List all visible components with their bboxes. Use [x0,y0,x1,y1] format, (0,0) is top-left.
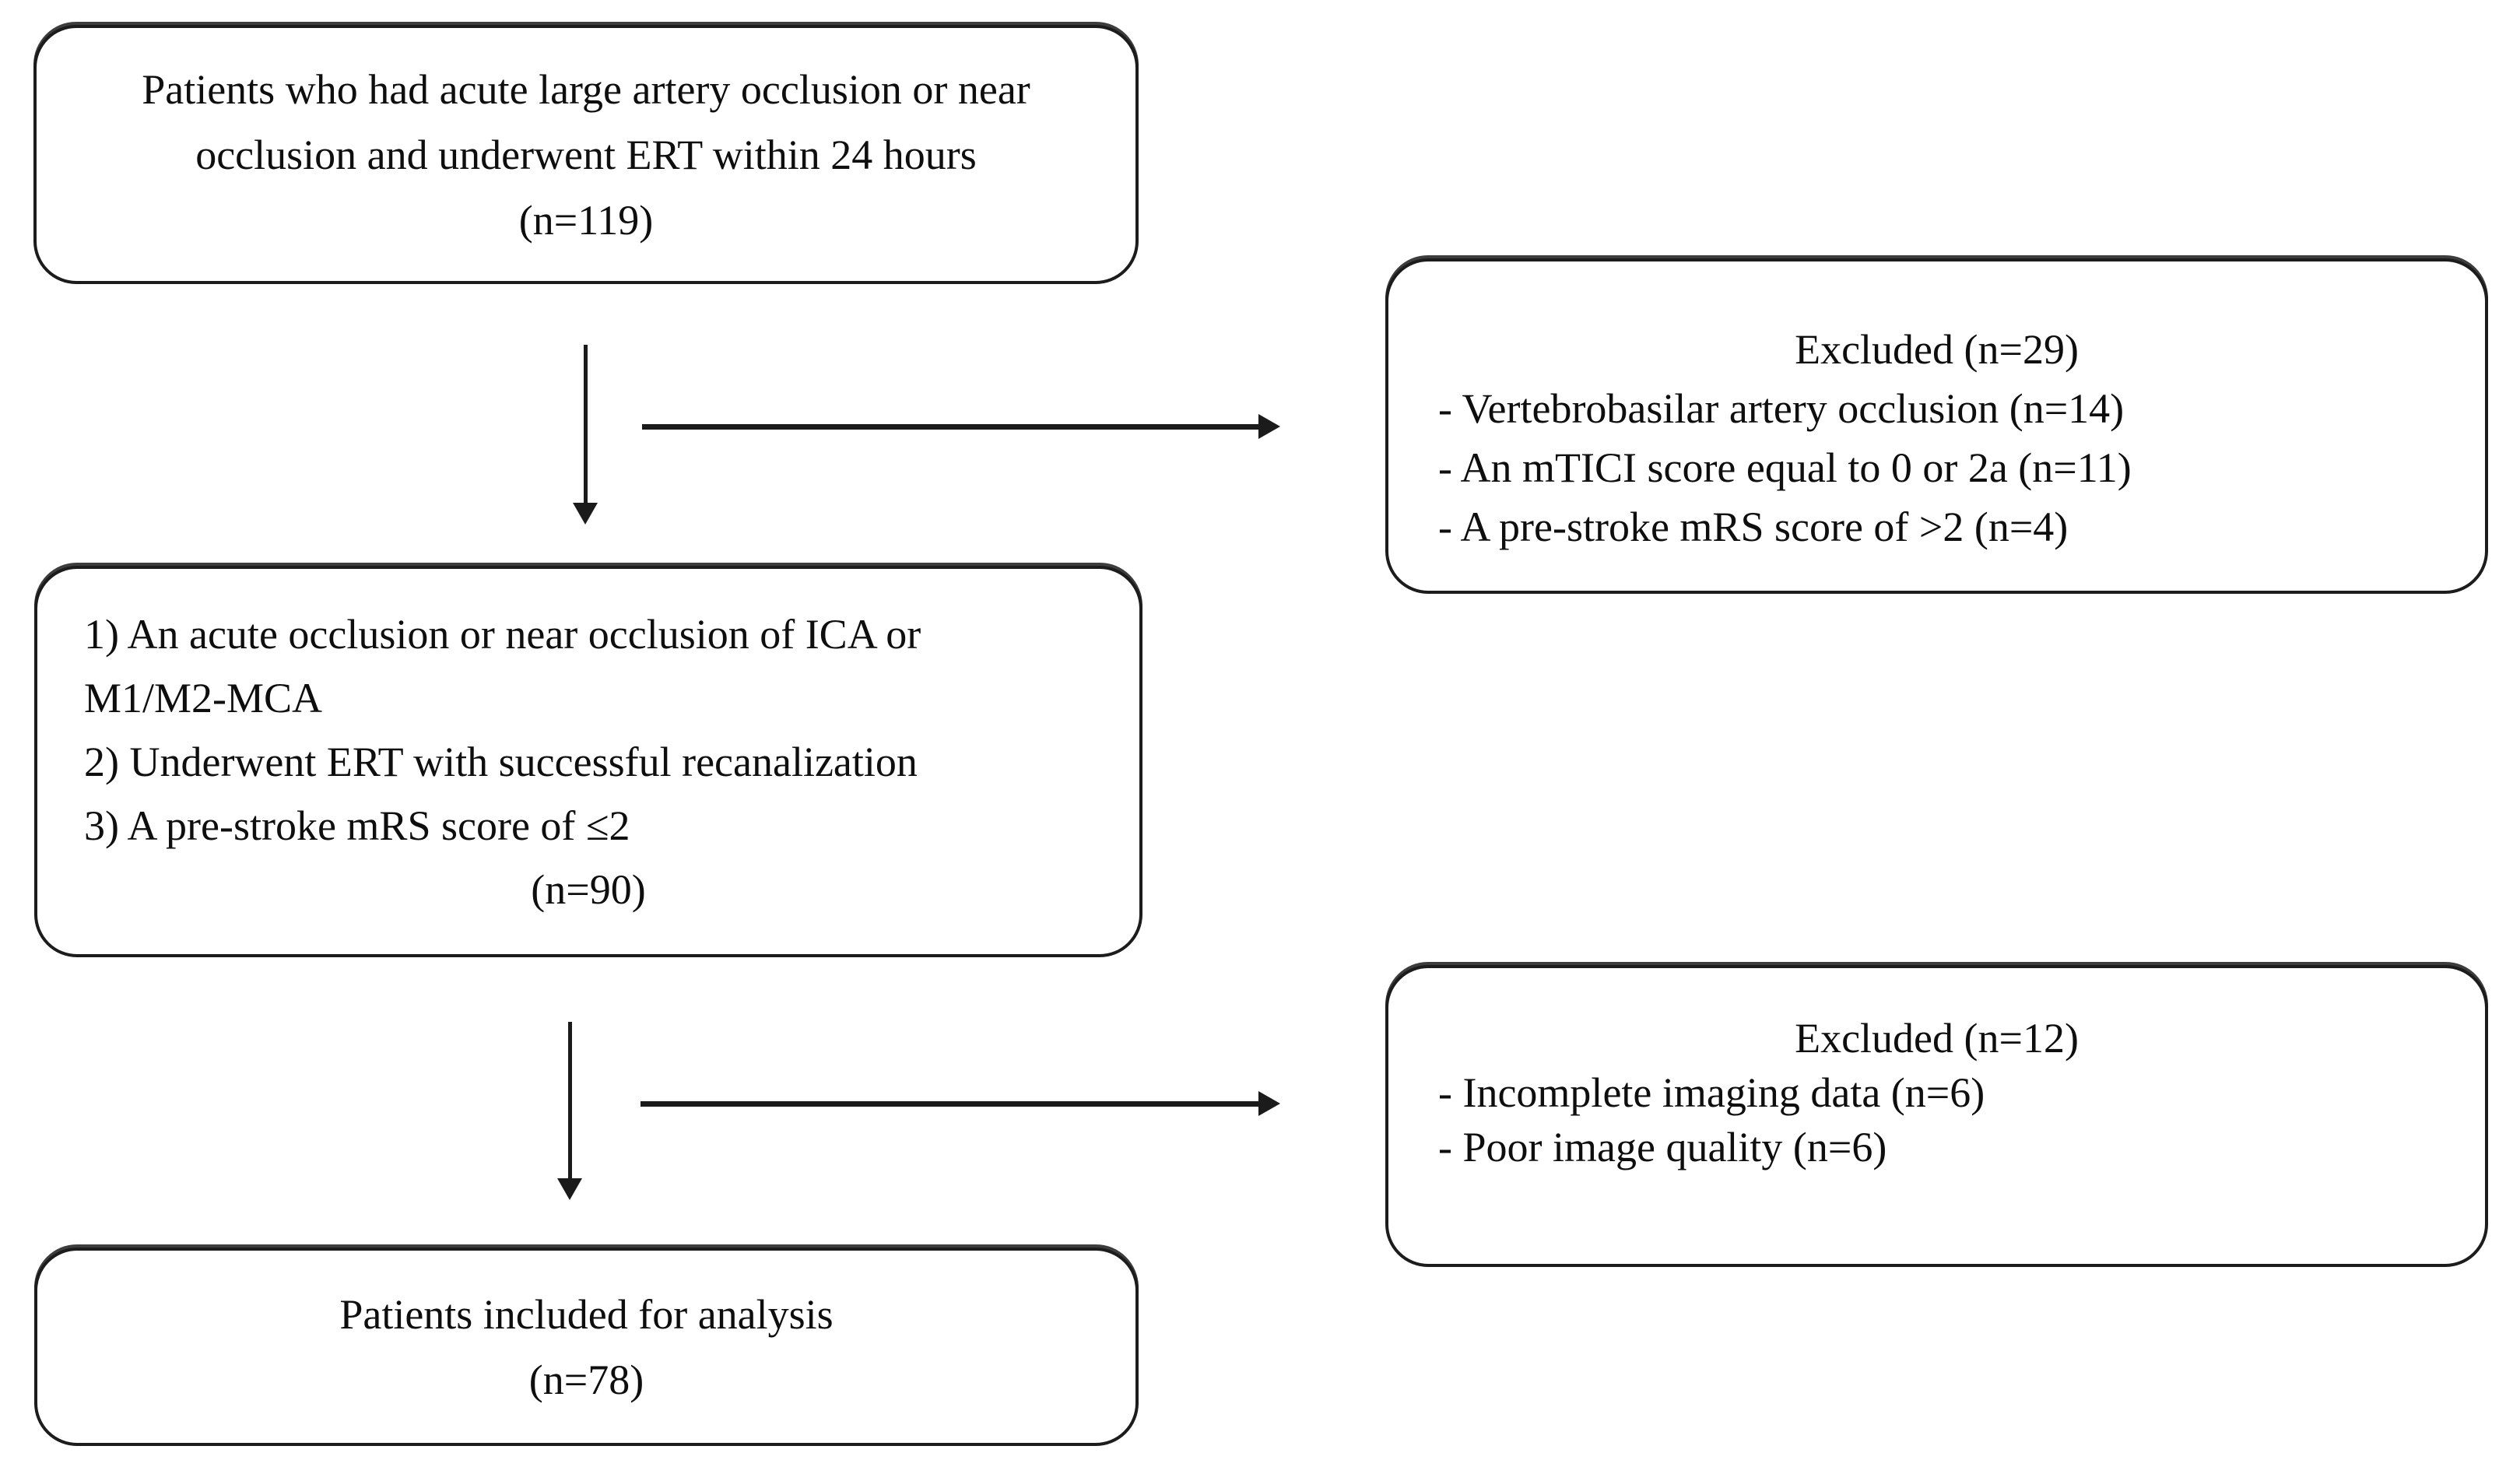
text-line: 2) Underwent ERT with successful recanal… [84,738,918,785]
text-line: occlusion and underwent ERT within 24 ho… [195,131,977,178]
text-line: - An mTICI score equal to 0 or 2a (n=11) [1438,444,2132,491]
box-screened-patients: Patients who had acute large artery occl… [33,25,1139,284]
arrow-right-first-head-icon [1258,414,1280,439]
arrow-right-second-head-icon [1258,1091,1280,1116]
text-line: Patients included for analysis [339,1290,834,1338]
arrow-right-second-line [641,1101,1258,1107]
text-line: 1) An acute occlusion or near occlusion … [84,610,921,658]
box-included-patients: Patients included for analysis (n=78) [34,1248,1139,1446]
text-line: M1/M2-MCA [84,674,323,721]
eligible-count: (n=90) [531,865,646,913]
box-eligibility-criteria: 1) An acute occlusion or near occlusion … [34,566,1142,957]
box-excluded-first: Excluded (n=29) - Vertebrobasilar artery… [1385,258,2488,594]
screened-text: Patients who had acute large artery occl… [37,57,1135,253]
excluded-second-title: Excluded (n=12) [1795,1015,2079,1062]
arrow-down-first-head-icon [573,503,598,525]
arrow-down-second-head-icon [557,1178,582,1200]
text-line: 3) A pre-stroke mRS score of ≤2 [84,802,630,849]
text-line: (n=78) [528,1356,644,1403]
excluded-second-reasons: - Incomplete imaging data (n=6) - Poor im… [1388,1065,2485,1174]
box-excluded-second: Excluded (n=12) - Incomplete imaging dat… [1385,965,2488,1267]
excluded-first-reasons: - Vertebrobasilar artery occlusion (n=14… [1388,379,2485,556]
arrow-down-second-line [568,1022,572,1178]
arrow-right-first-line [642,424,1258,430]
excluded-first-title: Excluded (n=29) [1795,325,2079,373]
text-line: - Incomplete imaging data (n=6) [1438,1069,1985,1116]
included-text: Patients included for analysis (n=78) [37,1282,1135,1413]
eligibility-criteria-text: 1) An acute occlusion or near occlusion … [37,602,1139,858]
arrow-down-first-line [584,345,588,503]
text-line: - Poor image quality (n=6) [1438,1124,1887,1170]
text-line: - Vertebrobasilar artery occlusion (n=14… [1438,384,2125,432]
text-line: (n=119) [518,196,654,244]
text-line: Patients who had acute large artery occl… [142,65,1030,113]
text-line: - A pre-stroke mRS score of >2 (n=4) [1438,503,2069,550]
